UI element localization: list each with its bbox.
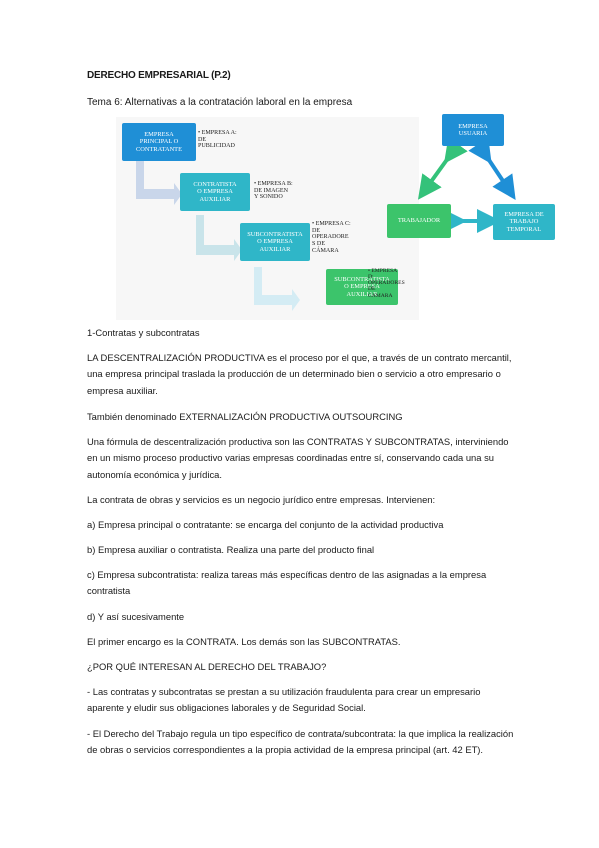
ett-box-usuaria: EMPRESA USUARIA [442, 114, 504, 146]
paragraph-art42: - El Derecho del Trabajo regula un tipo … [87, 728, 514, 756]
chain-box-sub2-line2: O EMPRESA [344, 283, 380, 291]
ett-box-trabajador: TRABAJADOR [387, 204, 451, 238]
chain-note-b: • EMPRESA B: DE IMAGEN Y SONIDO [254, 181, 293, 201]
chain-box-subcontratista-2: SUBCONTRATISTA O EMPRESA AUXILIAR [326, 269, 398, 305]
paragraph-intervienen: La contrata de obras y servicios es un n… [87, 494, 436, 505]
chain-arrow-1 [136, 157, 182, 205]
chain-note-d: • EMPRESA D: OPERADORES DE CAMARA [368, 268, 405, 299]
chain-box-sub1-line2: O EMPRESA [257, 238, 293, 246]
arrow-usuaria-ett [468, 137, 516, 200]
document-heading: DERECHO EMPRESARIAL (P.2) [87, 70, 231, 81]
chain-box-sub2-line3: AUXILIAR [346, 290, 378, 298]
chain-box-principal-line2: PRINCIPAL O [139, 138, 179, 146]
list-item-b: b) Empresa auxiliar o contratista. Reali… [87, 544, 375, 555]
paragraph-question: ¿POR QUÉ INTERESAN AL DERECHO DEL TRABAJ… [87, 661, 327, 672]
section-title: 1-Contratas y subcontratas [87, 327, 200, 338]
chain-box-sub2-line1: SUBCONTRATISTA [334, 275, 390, 283]
chain-box-principal-line1: EMPRESA [144, 130, 174, 138]
paragraph-externalizacion: También denominado EXTERNALIZACIÓN PRODU… [87, 411, 403, 422]
chain-note-a: • EMPRESA A: DE PUBLICIDAD [198, 130, 237, 150]
paragraph-fraude: - Las contratas y subcontratas se presta… [87, 686, 481, 714]
ett-arrows [417, 137, 516, 233]
list-item-a: a) Empresa principal o contratante: se e… [87, 519, 444, 530]
chain-box-principal-line3: CONTRATANTE [136, 145, 182, 153]
arrow-usuaria-trabajador [417, 137, 468, 200]
chain-box-sub1-line3: AUXILIAR [259, 245, 291, 253]
list-item-c: c) Empresa subcontratista: realiza tarea… [87, 569, 487, 597]
chain-arrow-2 [196, 215, 242, 261]
chain-box-contratista: CONTRATISTA O EMPRESA AUXILIAR [180, 173, 250, 211]
document-subheading: Tema 6: Alternativas a la contratación l… [87, 97, 353, 108]
paragraph-primer-encargo: El primer encargo es la CONTRATA. Los de… [87, 636, 401, 647]
paragraph-descentralizacion: LA DESCENTRALIZACIÓN PRODUCTIVA es el pr… [87, 352, 512, 396]
chain-arrows [136, 157, 300, 311]
chain-box-contratista-line3: AUXILIAR [199, 195, 231, 203]
ett-triangle-diagram: EMPRESA USUARIA TRABAJADOR EMPRESA DE TR… [385, 104, 555, 249]
paragraph-contratas: Una fórmula de descentralización product… [87, 436, 509, 480]
chain-note-c: • EMPRESA C: DE OPERADORE S DE CÁMARA [312, 221, 351, 254]
chain-box-subcontratista-1: SUBCONTRATISTA O EMPRESA AUXILIAR [240, 223, 310, 261]
chain-arrow-3 [254, 267, 300, 311]
chain-box-contratista-line2: O EMPRESA [197, 188, 233, 196]
chain-box-contratista-line1: CONTRATISTA [193, 180, 237, 188]
contract-chain-diagram: EMPRESA PRINCIPAL O CONTRATANTE • EMPRES… [116, 117, 419, 320]
list-item-d: d) Y así sucesivamente [87, 611, 185, 622]
ett-box-ett: EMPRESA DE TRABAJO TEMPORAL [493, 204, 555, 240]
chain-box-principal: EMPRESA PRINCIPAL O CONTRATANTE [122, 123, 196, 161]
chain-box-sub1-line1: SUBCONTRATISTA [247, 230, 303, 238]
